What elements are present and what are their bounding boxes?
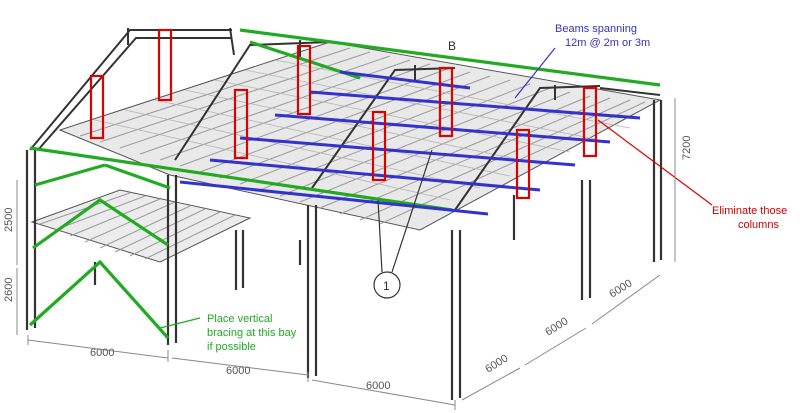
green-bracing [28,28,661,340]
dim-side-bay-2: 6000 [543,315,570,338]
bracing-note-line2: bracing at this bay [207,327,297,339]
leader-lines [159,47,713,329]
dim-front-bay-1: 6000 [90,347,114,359]
bracing-note-line3: if possible [207,341,256,353]
rafters [29,27,661,211]
dim-height-total: 7200 [681,136,693,160]
beams-note-line2: 12m @ 2m or 3m [565,37,650,49]
eliminate-note-line1: Eliminate those [712,205,787,217]
beams-note-line1: Beams spanning [555,23,637,35]
red-column-highlights [89,28,598,200]
eliminate-note-line2: columns [738,219,779,231]
dim-side-bay-3: 6000 [607,277,634,300]
dim-height-upper: 2500 [3,208,15,232]
dim-front-bay-2: 6000 [226,365,250,377]
columns [25,100,663,400]
dim-height-lower: 2600 [3,278,15,302]
grid-mark-b: B [448,39,456,53]
callout-number: 1 [383,279,390,293]
blue-beams [179,70,641,216]
dim-front-bay-3: 6000 [366,380,390,392]
callout-circle [373,271,401,299]
dim-side-bay-1: 6000 [483,352,510,375]
dimension-lines [16,98,676,410]
bracing-note-line1: Place vertical [207,313,272,325]
